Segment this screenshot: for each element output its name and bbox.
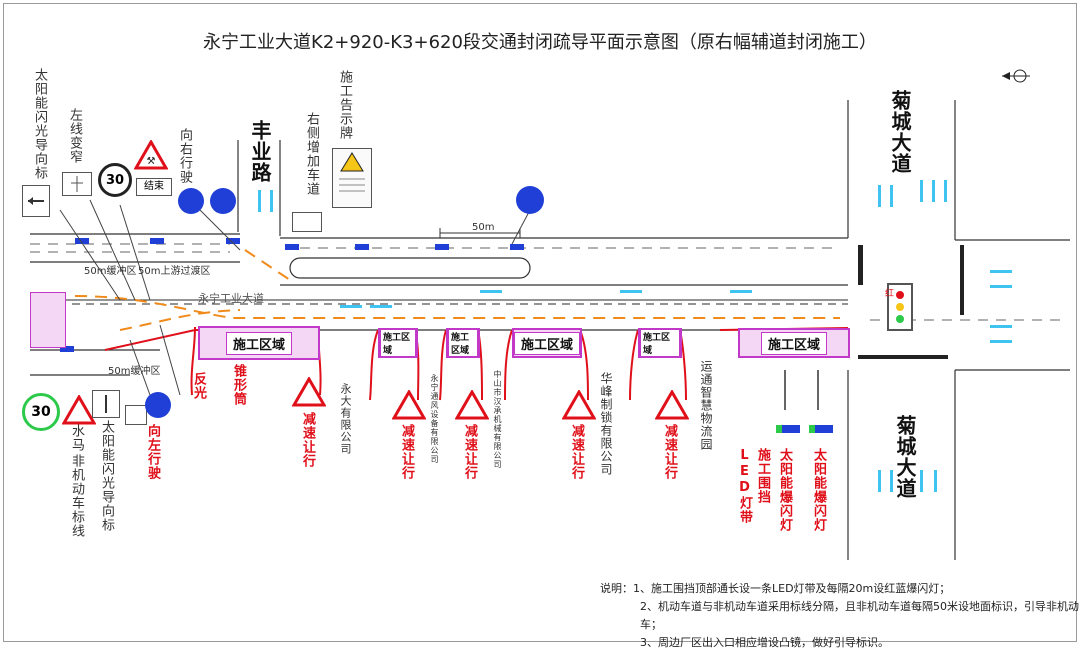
roadwork-triangle-icon	[654, 388, 690, 424]
company-zhongshan: 中山市汉承机械有限公司	[493, 370, 502, 469]
label-construction-notice: 施工告示牌	[337, 70, 352, 140]
construction-zone-2: 施工区域	[378, 328, 418, 358]
road-jucheng-bottom: 菊城大道	[893, 415, 917, 499]
label-nonmotor-line: 非机动车标线	[69, 454, 84, 538]
road-fengye: 丰业路	[248, 120, 272, 183]
solar-flash-sign-icon	[22, 185, 50, 217]
roadwork-triangle-icon	[391, 388, 427, 424]
label-water-barrier: 水马	[69, 424, 84, 452]
construction-zone-5: 施工区域	[638, 328, 682, 358]
zone-label: 施工区域	[760, 331, 827, 355]
roadwork-triangle-icon	[454, 388, 490, 424]
label-solar-lamp-1: 太阳能爆闪灯	[777, 448, 792, 532]
solar-lamp-icon	[809, 425, 833, 433]
label-solar-flash-bottom: 太阳能闪光导向标	[99, 420, 114, 532]
company-yuntong: 运通智慧物流园	[699, 360, 713, 451]
note-text-1: 1、施工围挡顶部通长设一条LED灯带及每隔20m设红蓝爆闪灯；	[633, 582, 951, 595]
compass-icon	[1000, 68, 1032, 83]
blue-arrow-sign-icon	[210, 188, 236, 214]
label-slow-4: 减速让行	[569, 424, 584, 480]
notes-block: 说明：1、施工围挡顶部通长设一条LED灯带及每隔20m设红蓝爆闪灯； 2、机动车…	[600, 580, 1080, 652]
note-line-3: 3、周边厂区出入口相应增设凸镜，做好引导标识。	[640, 636, 889, 649]
svg-text:⚒: ⚒	[147, 156, 156, 167]
zone-label: 施工区域	[640, 329, 680, 357]
label-fence: 施工围挡	[755, 448, 770, 504]
label-slow-3: 减速让行	[462, 424, 477, 480]
construction-zone-6: 施工区域	[738, 328, 850, 358]
speed-limit-icon: 30	[98, 163, 132, 197]
solar-flash-sign-icon	[92, 390, 120, 418]
label-light-red: 红	[885, 289, 895, 299]
label-turn-right: 向右行驶	[177, 128, 192, 184]
label-barrier-red: 反光	[191, 372, 206, 400]
lane-narrow-sign-icon	[62, 172, 92, 196]
construction-zone-3: 施工区域	[446, 328, 480, 358]
roadwork-triangle-icon	[61, 393, 97, 429]
company-yongda: 永大有限公司	[339, 383, 352, 455]
label-cone: 锥形筒	[231, 364, 246, 406]
zone-label: 施工区域	[448, 329, 478, 357]
label-solar-lamp-2: 太阳能爆闪灯	[811, 448, 826, 532]
entry-arrow-board	[30, 292, 66, 348]
blue-arrow-sign-icon	[145, 392, 171, 418]
label-left-lane-narrow: 左线变窄	[67, 108, 82, 164]
lane-add-sign-icon	[292, 212, 322, 232]
keep-left-sign-icon	[125, 405, 147, 425]
construction-notice-board	[332, 148, 372, 208]
end-sign: 结束	[136, 178, 172, 196]
diagram-title: 永宁工业大道K2+920-K3+620段交通封闭疏导平面示意图（原右幅辅道封闭施…	[203, 32, 877, 53]
label-slow-2: 减速让行	[399, 424, 414, 480]
blue-arrow-sign-icon	[178, 188, 204, 214]
traffic-light-icon	[887, 283, 913, 331]
roadwork-triangle-icon	[291, 375, 327, 411]
note-line-2: 2、机动车道与非机动车道采用标线分隔，且非机动车道每隔50米设地面标识，引导非机…	[640, 600, 1079, 631]
roadwork-triangle-icon	[561, 388, 597, 424]
speed-limit-icon: 30	[22, 393, 60, 431]
solar-lamp-icon	[776, 425, 800, 433]
note-line-1: 说明：1、施工围挡顶部通长设一条LED灯带及每隔20m设红蓝爆闪灯；	[600, 580, 1080, 598]
label-50m: 50m	[472, 222, 495, 233]
road-jucheng-top: 菊城大道	[888, 90, 912, 174]
label-buffer-bottom: 50m缓冲区	[108, 366, 161, 377]
label-transition: 50m上游过渡区	[138, 266, 211, 277]
zone-label: 施工区域	[514, 331, 580, 355]
construction-zone-1: 施工区域	[198, 326, 320, 360]
note-head: 说明：	[600, 582, 633, 595]
road-main: 永宁工业大道	[198, 292, 264, 305]
label-buffer-top: 50m缓冲区	[84, 266, 137, 277]
label-right-add-lane: 右侧增加车道	[304, 112, 319, 196]
blue-arrow-sign-icon	[516, 186, 544, 214]
roadwork-triangle-icon: ⚒	[133, 138, 169, 174]
company-yongning: 永宁通风设备有限公司	[430, 374, 439, 464]
construction-zone-4: 施工区域	[512, 328, 582, 358]
label-slow-5: 减速让行	[662, 424, 677, 480]
label-turn-left: 向左行驶	[145, 424, 160, 480]
label-led: LED灯带	[737, 448, 752, 524]
company-huafeng: 华峰制锁有限公司	[599, 372, 613, 476]
zone-label: 施工区域	[380, 329, 416, 357]
label-slow-1: 减速让行	[300, 412, 315, 468]
zone-label: 施工区域	[225, 331, 292, 355]
label-solar-flash-left: 太阳能闪光导向标	[32, 68, 47, 180]
